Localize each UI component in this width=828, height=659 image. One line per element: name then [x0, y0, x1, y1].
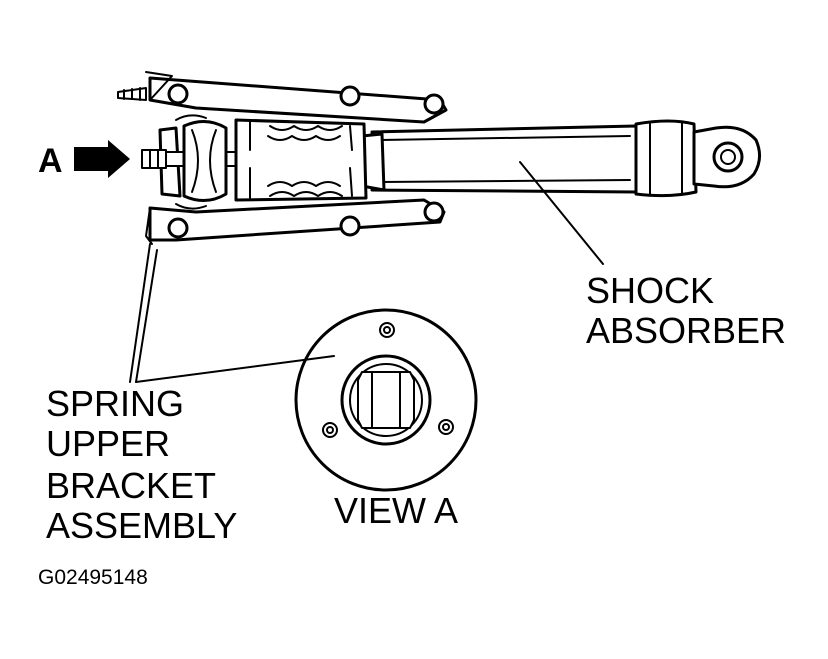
view-a-caption: VIEW A: [334, 490, 458, 531]
spring-leader-2: [135, 249, 158, 383]
bolt-hole-top: [379, 322, 395, 338]
lower-bracket-arm: [148, 198, 446, 242]
spring-label-line4: ASSEMBLY: [46, 505, 237, 546]
shock-absorber: [360, 119, 761, 198]
shock-label-line2: ABSORBER: [586, 310, 786, 351]
spring-label-line1: SPRING: [46, 383, 184, 424]
view-a-end-view: [294, 308, 478, 492]
spring-leader-1: [129, 243, 151, 383]
upper-bracket-arm: [148, 76, 448, 124]
shock-end-cap: [634, 119, 698, 198]
bolt-hole-right: [438, 419, 454, 435]
rod-hex: [357, 371, 415, 429]
spring-leader-3: [135, 355, 335, 383]
spring-label-line3: BRACKET: [46, 465, 216, 506]
shock-label-line1: SHOCK: [586, 270, 714, 311]
rod-nut: [141, 149, 167, 169]
view-direction-arrow: A: [38, 140, 130, 180]
bump-stop: [182, 120, 228, 202]
leader-lines: [129, 161, 604, 383]
bolt-hole-left: [322, 422, 338, 438]
arrow-letter-label: A: [38, 142, 63, 180]
dust-boot: [234, 118, 368, 202]
eyelet-bushing: [712, 141, 744, 173]
figure-code: G02495148: [38, 566, 148, 589]
spring-label-line2: UPPER: [46, 423, 170, 464]
arrow-icon: [74, 140, 130, 178]
shock-leader: [519, 161, 604, 265]
spring-upper-bracket-assembly: [117, 71, 448, 245]
